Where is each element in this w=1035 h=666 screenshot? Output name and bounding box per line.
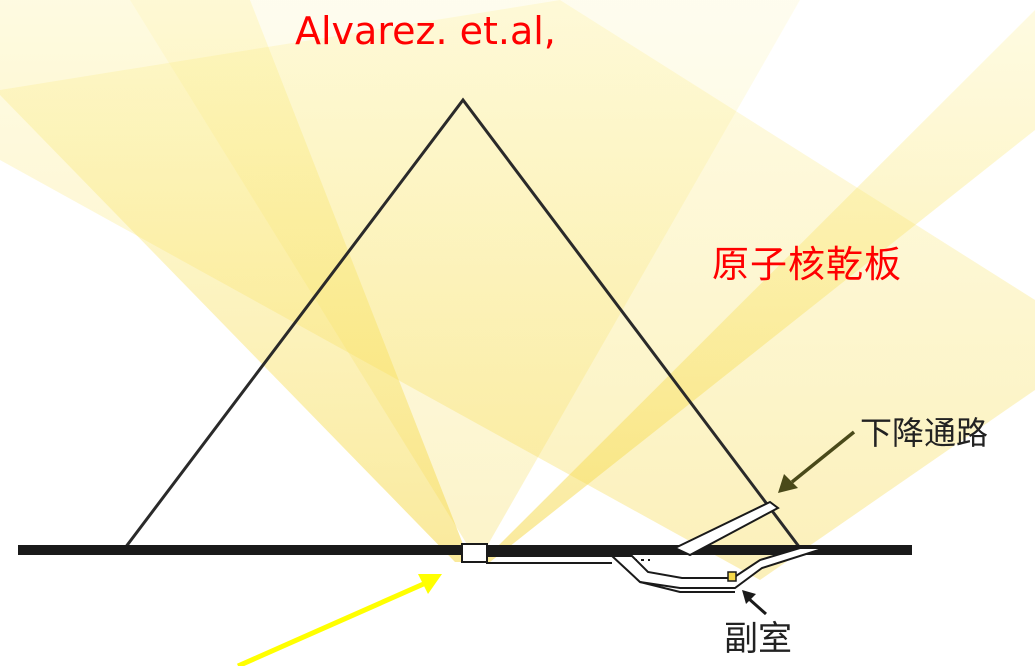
emulsion-cone <box>0 0 1035 580</box>
underground-passage <box>486 555 612 564</box>
subchamber-pointer-shaft <box>747 596 767 616</box>
alvarez-arrow-head <box>418 574 442 594</box>
diagram-title: Alvarez. et.al, <box>295 9 556 53</box>
subterranean-chamber-label: 副室 <box>724 619 792 659</box>
lower-passage <box>639 581 735 593</box>
descending-pointer-head <box>778 474 798 493</box>
subterranean-pit <box>727 571 737 582</box>
alvarez-arrow-shaft <box>236 579 430 666</box>
descending-passage <box>672 500 780 557</box>
descending-passage-label: 下降通路 <box>860 414 989 452</box>
alvarez-chamber <box>461 543 488 563</box>
nuclear-emulsion-label: 原子核乾板 <box>712 243 902 286</box>
subchamber-pointer-head <box>742 590 756 604</box>
descending-pointer-shaft <box>790 430 856 484</box>
subterranean-chamber <box>609 547 826 589</box>
